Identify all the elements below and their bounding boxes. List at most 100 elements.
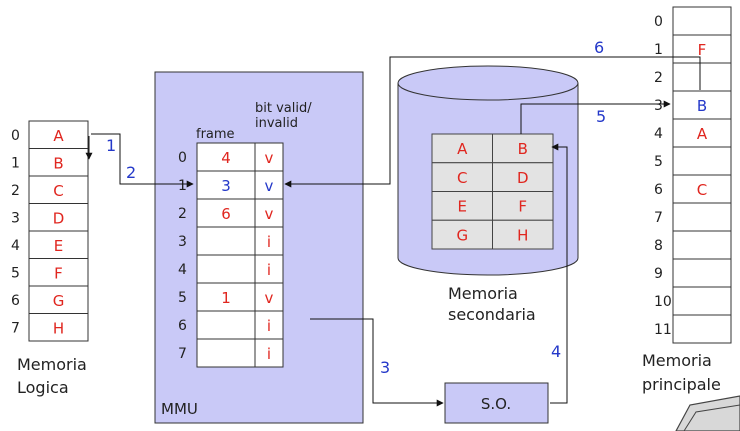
physical-frame-label: F bbox=[698, 41, 707, 59]
disk-page-label: E bbox=[458, 198, 467, 216]
bit-header-line1: bit valid/ bbox=[255, 101, 312, 116]
mmu-label: MMU bbox=[161, 400, 198, 418]
physical-memory-caption-line2: principale bbox=[642, 375, 721, 394]
page-table-index: 0 bbox=[178, 150, 187, 166]
frame-cell bbox=[196, 198, 256, 228]
logical-page-cell bbox=[28, 313, 89, 342]
physical-frame-cell bbox=[672, 286, 732, 316]
logical-index: 5 bbox=[11, 266, 20, 282]
frame-number: 4 bbox=[221, 149, 231, 167]
disk-page-label: D bbox=[517, 169, 529, 187]
frame-cell bbox=[196, 254, 256, 284]
logical-page-label: G bbox=[53, 292, 65, 310]
physical-index: 7 bbox=[654, 210, 663, 226]
secondary-memory-caption-line2: secondaria bbox=[448, 305, 536, 324]
frame-header: frame bbox=[196, 127, 235, 142]
valid-bit-cell bbox=[254, 142, 284, 172]
disk-top bbox=[397, 65, 579, 101]
frame-cell bbox=[196, 170, 256, 200]
logical-index: 3 bbox=[11, 211, 20, 227]
logical-memory-caption-line1: Memoria bbox=[17, 355, 87, 374]
disk-cell bbox=[431, 219, 493, 250]
physical-frame-cell bbox=[672, 118, 732, 148]
logical-index: 2 bbox=[11, 183, 20, 199]
logical-page-cell bbox=[28, 120, 89, 149]
logical-index: 4 bbox=[11, 238, 20, 254]
valid-bit-cell bbox=[254, 338, 284, 368]
physical-frame-cell bbox=[672, 230, 732, 260]
logical-page-cell bbox=[28, 258, 89, 287]
disk-page-label: C bbox=[457, 169, 467, 187]
disk-cell bbox=[431, 162, 493, 192]
disk-page-label: H bbox=[517, 226, 528, 244]
logical-index: 0 bbox=[11, 128, 20, 144]
valid-bit: i bbox=[267, 233, 271, 251]
page-table-index: 4 bbox=[178, 262, 187, 278]
bit-header-line2: invalid bbox=[255, 116, 298, 131]
logical-page-label: D bbox=[53, 210, 65, 228]
logical-index: 1 bbox=[11, 156, 20, 172]
disk-page-label: G bbox=[456, 226, 468, 244]
physical-index: 10 bbox=[654, 294, 672, 310]
step-label-4: 4 bbox=[551, 342, 561, 361]
arrows bbox=[85, 56, 701, 407]
frame-cell bbox=[196, 142, 256, 172]
valid-bit: v bbox=[265, 289, 274, 307]
physical-frame-cell bbox=[672, 202, 732, 232]
logical-memory-indices: 0 1 2 3 4 5 6 7 bbox=[11, 128, 20, 337]
step-label-5: 5 bbox=[596, 107, 606, 126]
logical-memory-caption-line2: Logica bbox=[17, 378, 69, 397]
physical-index: 9 bbox=[654, 266, 663, 282]
logical-page-label: B bbox=[53, 155, 63, 173]
logical-index: 7 bbox=[11, 321, 20, 337]
valid-bit: i bbox=[267, 261, 271, 279]
valid-bit: v bbox=[265, 205, 274, 223]
valid-bit: v bbox=[265, 149, 274, 167]
page-table-index: 6 bbox=[178, 318, 187, 334]
physical-index: 2 bbox=[654, 70, 663, 86]
physical-memory-caption-line1: Memoria bbox=[642, 351, 712, 370]
disk-cell bbox=[492, 219, 554, 250]
physical-index: 4 bbox=[654, 126, 663, 142]
step-label-6: 6 bbox=[594, 38, 604, 57]
step-label-1: 1 bbox=[106, 136, 116, 155]
secondary-memory-caption-line1: Memoria bbox=[448, 284, 518, 303]
page-table-index: 5 bbox=[178, 290, 187, 306]
frame-number: 3 bbox=[221, 177, 231, 195]
logical-page-cell bbox=[28, 148, 89, 177]
logical-page-label: C bbox=[53, 182, 63, 200]
logical-index: 6 bbox=[11, 293, 20, 309]
step-labels: 1 2 3 4 5 6 bbox=[106, 38, 606, 377]
arrow-step-5 bbox=[520, 100, 671, 134]
page-table-index: 7 bbox=[178, 346, 187, 362]
physical-frame-cell bbox=[672, 146, 732, 176]
valid-bit-cell bbox=[254, 198, 284, 228]
os-box: S.O. bbox=[444, 382, 549, 424]
page-table-index: 3 bbox=[178, 234, 187, 250]
frame-cell bbox=[196, 282, 256, 312]
physical-frame-cell bbox=[672, 258, 732, 288]
page-curl-decoration bbox=[675, 395, 740, 431]
disk-cell bbox=[431, 133, 493, 164]
logical-page-label: H bbox=[53, 320, 64, 338]
disk-page-label: A bbox=[457, 140, 468, 158]
physical-frame-cell bbox=[672, 62, 732, 92]
page-table-index: 2 bbox=[178, 206, 187, 222]
valid-bit-cell bbox=[254, 254, 284, 284]
physical-index: 1 bbox=[654, 42, 663, 58]
arrow-step-2 bbox=[91, 133, 194, 188]
valid-bit-cell bbox=[254, 310, 284, 340]
physical-frame-cell bbox=[672, 6, 732, 36]
physical-frame-label: A bbox=[697, 125, 708, 143]
frame-cell bbox=[196, 338, 256, 368]
physical-index: 5 bbox=[654, 154, 663, 170]
valid-bit: v bbox=[265, 177, 274, 195]
physical-frame-cell bbox=[672, 314, 732, 344]
arrow-step-6 bbox=[284, 56, 701, 188]
